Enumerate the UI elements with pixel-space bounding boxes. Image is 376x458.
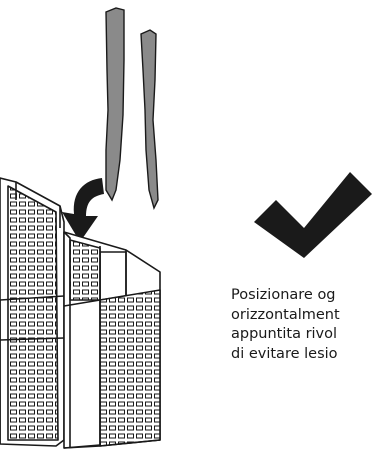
instruction-line: di evitare lesio bbox=[231, 345, 338, 362]
instruction-line: appuntita rivol bbox=[231, 326, 338, 342]
instruction-line: orizzontalment bbox=[231, 306, 340, 323]
checkmark-icon bbox=[254, 172, 372, 258]
knife-right bbox=[140, 29, 159, 210]
instruction-line: Posizionare og bbox=[231, 287, 336, 303]
instruction-text: Posizionare og orizzontalment appuntita … bbox=[231, 286, 376, 364]
cutlery-basket bbox=[0, 177, 161, 449]
curved-arrow-icon bbox=[62, 178, 104, 242]
knife-left bbox=[105, 7, 125, 202]
